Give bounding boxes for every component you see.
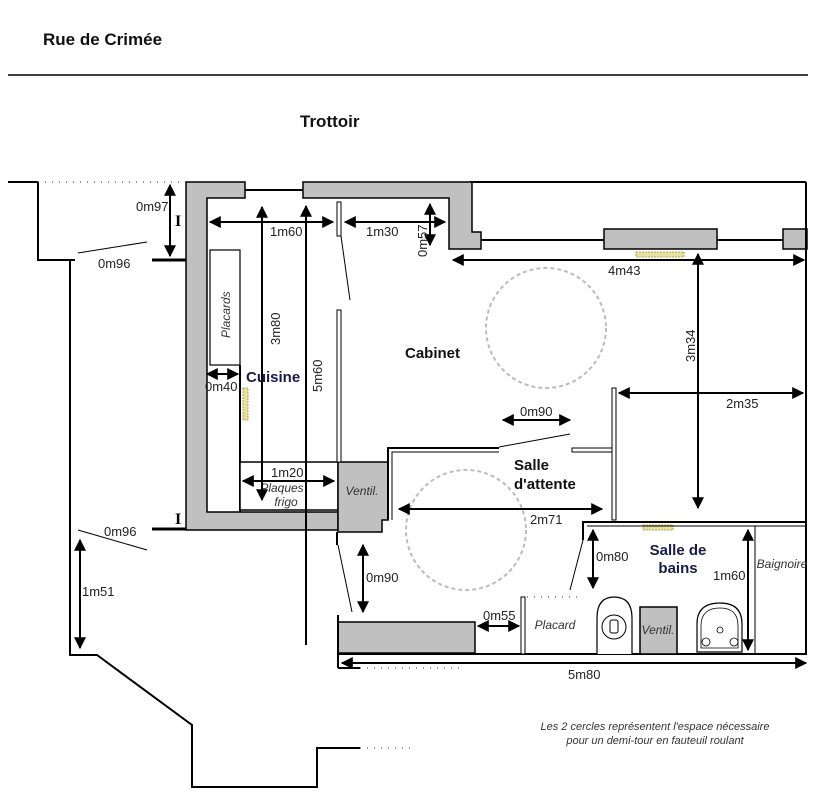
entrance-marker-bottom: I — [175, 511, 181, 528]
toilet-seat-icon — [609, 619, 619, 634]
dim-1m60-top: 1m60 — [270, 224, 303, 239]
dim-0m90-door: 0m90 — [520, 404, 553, 419]
dim-4m43: 4m43 — [608, 263, 641, 278]
bath-wall-top — [582, 521, 806, 540]
dim-0m96-bottom: 0m96 — [104, 524, 137, 539]
dim-1m60-bath: 1m60 — [713, 568, 746, 583]
room-salle-bains-2: bains — [658, 560, 697, 577]
dim-0m90-left: 0m90 — [366, 570, 399, 585]
room-salle-bains-1: Salle de — [650, 542, 707, 559]
waiting-wall-top-left — [387, 447, 499, 520]
door-swing-bottom-left — [337, 544, 353, 613]
door-swing-waiting — [498, 433, 571, 448]
partition-kitchen-cabinet — [336, 309, 342, 463]
dim-0m40: 0m40 — [205, 379, 238, 394]
dim-0m97: 0m97 — [136, 199, 169, 214]
placard-wall — [520, 596, 526, 655]
dim-5m60: 5m60 — [310, 359, 325, 392]
street-label: Rue de Crimée — [43, 30, 162, 49]
placards-cabinet — [209, 249, 241, 366]
dim-0m57: 0m57 — [415, 224, 430, 257]
room-salle-attente-2: d'attente — [514, 476, 576, 493]
ventil-bath-label: Ventil. — [642, 623, 675, 637]
room-cabinet: Cabinet — [405, 345, 460, 362]
partition-top — [336, 201, 342, 237]
turning-circle-cabinet — [485, 267, 607, 389]
waiting-wall-top-left-inner — [391, 451, 499, 520]
turning-circle-waiting — [405, 469, 527, 591]
entrance-marker-top: I — [175, 213, 181, 230]
dim-0m80: 0m80 — [596, 549, 629, 564]
plaques-label: Plaques — [260, 481, 303, 495]
dim-0m55: 0m55 — [483, 608, 516, 623]
sink-tap-left-icon — [701, 637, 711, 647]
toilet-icon — [596, 596, 633, 654]
neighbour-outline-bottom — [69, 528, 360, 788]
radiator-bath — [642, 524, 674, 531]
bottom-counter — [337, 621, 476, 654]
radiator-kitchen — [242, 387, 249, 421]
sink-tap-right-icon — [729, 637, 739, 647]
room-salle-attente-1: Salle — [514, 457, 549, 474]
placard-label: Placard — [535, 618, 576, 632]
sink-drain-icon — [716, 626, 724, 634]
sidewalk-label: Trottoir — [300, 112, 360, 131]
toilet-bowl-icon — [601, 614, 627, 640]
window-block — [603, 228, 718, 250]
placards-label: Placards — [219, 291, 233, 338]
note-line-2: pour un demi-tour en fauteuil roulant — [565, 735, 744, 747]
dim-3m80: 3m80 — [268, 312, 283, 345]
cabinet-top-wall — [302, 181, 482, 250]
note-line-1: Les 2 cercles représentent l'espace néce… — [541, 721, 770, 733]
dim-1m20: 1m20 — [271, 465, 304, 480]
dim-2m35: 2m35 — [726, 396, 759, 411]
ventil-kitchen-label: Ventil. — [346, 484, 379, 498]
dim-5m80: 5m80 — [568, 667, 601, 682]
dim-2m71: 2m71 — [530, 512, 563, 527]
radiator-cabinet — [635, 251, 685, 258]
door-swing-top — [77, 241, 148, 254]
door-swing-bottom — [77, 529, 148, 551]
ventil-bath-block — [639, 606, 678, 655]
dim-1m51: 1m51 — [82, 584, 115, 599]
kitchen-wall — [185, 181, 339, 531]
frigo-label: frigo — [274, 495, 298, 509]
baignoire-label: Baignoire — [757, 557, 808, 571]
sink-icon — [696, 602, 743, 653]
dim-0m96-top: 0m96 — [98, 256, 131, 271]
right-wall-block — [782, 228, 808, 250]
partition-cabinet-right — [611, 387, 617, 521]
door-swing-cabinet — [340, 235, 351, 301]
neighbour-outline-top — [37, 182, 75, 261]
sink-basin-icon — [700, 607, 739, 649]
room-cuisine: Cuisine — [246, 369, 300, 386]
door-swing-bath — [569, 539, 584, 591]
dim-1m30: 1m30 — [366, 224, 399, 239]
waiting-wall-top-right — [571, 447, 615, 453]
dim-3m34: 3m34 — [683, 329, 698, 362]
